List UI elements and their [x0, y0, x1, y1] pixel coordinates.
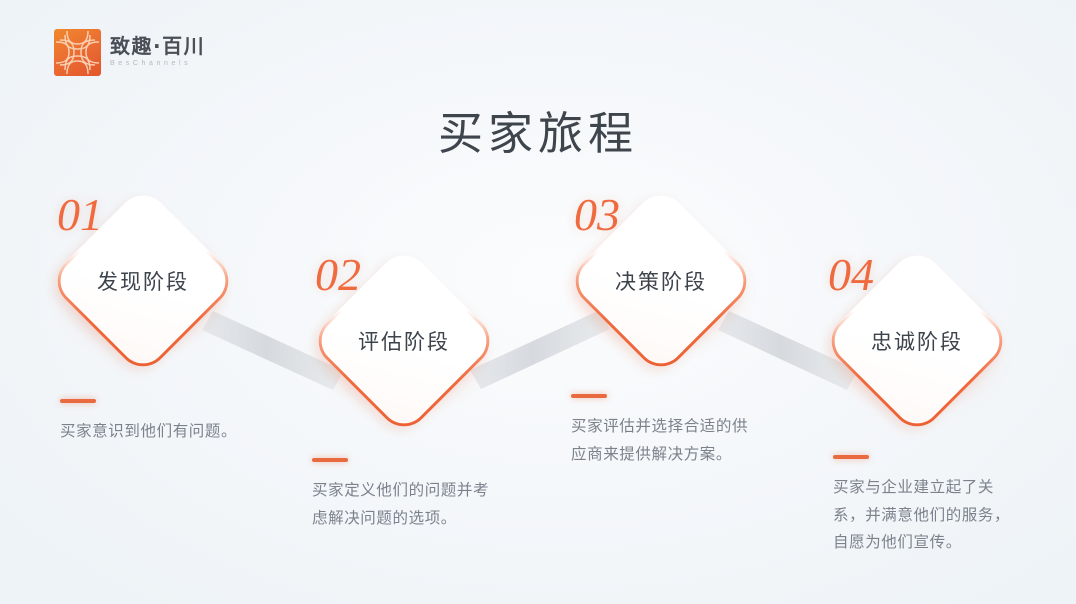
stage-description-4: 买家与企业建立起了关系，并满意他们的服务，自愿为他们宣传。 [833, 455, 1011, 557]
stage-accent-bar-3 [571, 394, 607, 398]
stage-accent-bar-4 [833, 455, 869, 459]
brand-wordmark: 致趣·百川 BesChannels [110, 36, 205, 69]
brand-name-cn: 致趣·百川 [110, 34, 206, 58]
stage-description-text-2: 买家定义他们的问题并考虑解决问题的选项。 [312, 481, 490, 527]
stage-description-2: 买家定义他们的问题并考虑解决问题的选项。 [312, 458, 490, 532]
stage-diamond-1[interactable]: 发现阶段 [46, 184, 240, 378]
stage-label-1: 发现阶段 [97, 270, 189, 294]
stage-label-4: 忠诚阶段 [871, 330, 963, 354]
stage-diamond-4[interactable]: 忠诚阶段 [820, 244, 1014, 438]
stage-number-4: 04 [828, 249, 874, 300]
stage-description-text-1: 买家意识到他们有问题。 [60, 422, 238, 440]
stage-label-3: 决策阶段 [615, 270, 707, 294]
stage-label-2: 评估阶段 [358, 330, 450, 354]
stage-diamond-2[interactable]: 评估阶段 [307, 244, 501, 438]
stage-description-text-3: 买家评估并选择合适的供应商来提供解决方案。 [571, 417, 749, 463]
stage-number-1: 01 [57, 189, 103, 240]
brand-name-en: BesChannels [110, 60, 192, 67]
stage-description-1: 买家意识到他们有问题。 [60, 399, 238, 446]
stage-description-3: 买家评估并选择合适的供应商来提供解决方案。 [571, 394, 749, 468]
besChannels-logo-mark-icon [54, 29, 101, 76]
stage-accent-bar-1 [60, 399, 96, 403]
page-title: 买家旅程 [437, 107, 638, 160]
stage-number-2: 02 [315, 249, 361, 300]
stage-description-text-4: 买家与企业建立起了关系，并满意他们的服务，自愿为他们宣传。 [833, 478, 1011, 552]
stage-accent-bar-2 [312, 458, 348, 462]
stage-number-3: 03 [574, 189, 620, 240]
brand-logo: 致趣·百川 BesChannels [54, 29, 205, 76]
stage-diamond-3[interactable]: 决策阶段 [564, 184, 758, 378]
